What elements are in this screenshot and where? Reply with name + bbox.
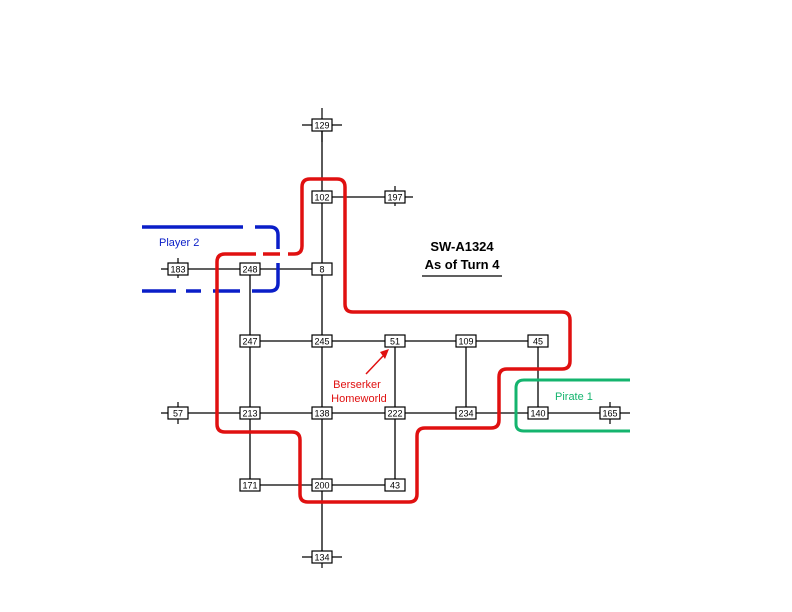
- system-node-box: [239, 406, 261, 420]
- system-node-label: 197: [387, 192, 402, 202]
- system-node-label: 102: [314, 192, 329, 202]
- berserker-label-line2: Homeworld: [331, 393, 387, 405]
- system-node-box: [455, 334, 477, 348]
- system-node-label: 213: [242, 408, 257, 418]
- system-node-138[interactable]: 138: [311, 406, 333, 420]
- system-node-label: 222: [387, 408, 402, 418]
- system-node-label: 140: [530, 408, 545, 418]
- pirate1-territory: Pirate 1: [514, 378, 630, 433]
- system-node-8[interactable]: 8: [311, 262, 333, 276]
- system-node-box: [455, 406, 477, 420]
- system-node-box: [311, 190, 333, 204]
- system-node-140[interactable]: 140: [527, 406, 549, 420]
- system-node-label: 43: [390, 480, 400, 490]
- system-node-box: [167, 406, 189, 420]
- system-node-box: [384, 190, 406, 204]
- system-node-box: [167, 262, 189, 276]
- system-node-label: 165: [602, 408, 617, 418]
- player2-territory: Player 2: [142, 225, 280, 293]
- system-node-245[interactable]: 245: [311, 334, 333, 348]
- system-node-box: [384, 406, 406, 420]
- system-node-183[interactable]: 183: [167, 262, 189, 276]
- system-node-label: 57: [173, 408, 183, 418]
- berserker-territory: Berserker Homeworld: [215, 177, 572, 504]
- system-node-label: 45: [533, 336, 543, 346]
- system-node-102[interactable]: 102: [311, 190, 333, 204]
- title-line2: As of Turn 4: [425, 257, 501, 272]
- system-node-label: 171: [242, 480, 257, 490]
- system-node-label: 134: [314, 552, 329, 562]
- system-node-165[interactable]: 165: [599, 406, 621, 420]
- system-node-213[interactable]: 213: [239, 406, 261, 420]
- system-node-171[interactable]: 171: [239, 478, 261, 492]
- system-nodes: 129 102 197 183 248 8 247 245 51 109 45 57 213 138 222…: [167, 118, 621, 564]
- system-node-box: [599, 406, 621, 420]
- system-node-248[interactable]: 248: [239, 262, 261, 276]
- system-node-200[interactable]: 200: [311, 478, 333, 492]
- system-node-45[interactable]: 45: [527, 334, 549, 348]
- system-node-51[interactable]: 51: [384, 334, 406, 348]
- system-node-box: [311, 478, 333, 492]
- system-node-label: 245: [314, 336, 329, 346]
- system-node-label: 234: [458, 408, 473, 418]
- system-node-box: [527, 406, 549, 420]
- system-node-134[interactable]: 134: [311, 550, 333, 564]
- system-node-box: [384, 478, 406, 492]
- title-line1: SW-A1324: [430, 239, 494, 254]
- pirate1-border: [514, 378, 630, 433]
- system-node-label: 8: [319, 264, 324, 274]
- system-node-234[interactable]: 234: [455, 406, 477, 420]
- system-node-box: [311, 406, 333, 420]
- player2-border: [255, 225, 280, 249]
- system-node-box: [311, 334, 333, 348]
- system-node-box: [311, 550, 333, 564]
- system-node-box: [311, 118, 333, 132]
- system-node-box: [239, 334, 261, 348]
- system-node-box: [239, 262, 261, 276]
- system-node-label: 138: [314, 408, 329, 418]
- system-node-label: 183: [170, 264, 185, 274]
- connection-lines: [178, 125, 610, 557]
- pirate1-label: Pirate 1: [555, 391, 593, 403]
- system-node-129[interactable]: 129: [311, 118, 333, 132]
- map-title: SW-A1324 As of Turn 4: [422, 239, 502, 277]
- system-node-box: [527, 334, 549, 348]
- system-node-label: 200: [314, 480, 329, 490]
- system-node-label: 247: [242, 336, 257, 346]
- system-node-247[interactable]: 247: [239, 334, 261, 348]
- player2-border: [252, 263, 280, 293]
- system-node-label: 129: [314, 120, 329, 130]
- system-node-43[interactable]: 43: [384, 478, 406, 492]
- system-node-label: 51: [390, 336, 400, 346]
- system-node-57[interactable]: 57: [167, 406, 189, 420]
- berserker-border-main: [215, 177, 572, 504]
- system-node-box: [239, 478, 261, 492]
- system-node-box: [311, 262, 333, 276]
- player2-label: Player 2: [159, 237, 199, 249]
- system-node-box: [384, 334, 406, 348]
- system-node-197[interactable]: 197: [384, 190, 406, 204]
- berserker-label-line1: Berserker: [333, 379, 381, 391]
- system-node-222[interactable]: 222: [384, 406, 406, 420]
- system-node-109[interactable]: 109: [455, 334, 477, 348]
- system-node-label: 248: [242, 264, 257, 274]
- system-node-label: 109: [458, 336, 473, 346]
- homeworld-arrow: [365, 355, 384, 375]
- homeworld-arrowhead: [380, 349, 389, 359]
